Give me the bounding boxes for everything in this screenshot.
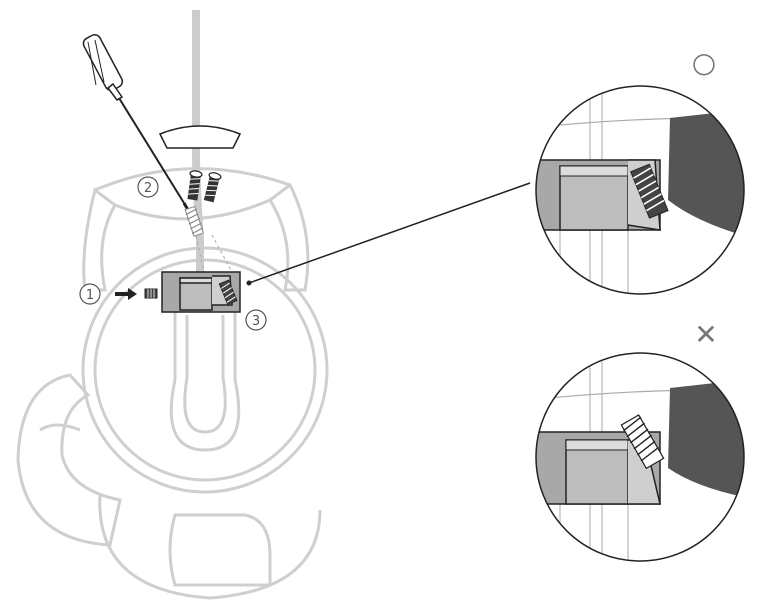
bracket-left-arm — [82, 187, 117, 292]
screwdriver-icon — [82, 34, 190, 211]
main-body-circle — [81, 246, 329, 494]
lower-base-outline — [98, 494, 322, 600]
screwdriver-handle — [82, 34, 124, 91]
main-body-inner-circle — [93, 258, 317, 482]
detail-correct-frame — [535, 85, 745, 295]
correct-mark-icon: ○ — [692, 46, 716, 79]
detail-screw-seated — [630, 163, 669, 219]
detail-screw-misaligned — [620, 414, 665, 470]
screwdriver-ferrule — [106, 82, 124, 101]
step-2-marker: 2 — [137, 176, 159, 198]
screwdriver-shaft — [118, 97, 185, 204]
screw-a — [187, 170, 203, 201]
base-socket — [168, 513, 272, 587]
cap-piece — [158, 125, 242, 149]
bracket-top-arc — [94, 167, 291, 192]
vacuum-body-outline — [16, 167, 329, 600]
screwdriver-handle-grip — [94, 39, 105, 83]
left-wheel-detail — [39, 423, 81, 432]
incorrect-mark-icon: ✕ — [694, 318, 717, 351]
handle-loop-inner — [183, 315, 227, 434]
screw-icon — [184, 170, 222, 237]
detail-incorrect: ✕ — [535, 318, 745, 562]
bracket-right-arm — [267, 182, 310, 292]
screw-a-head — [189, 170, 203, 178]
screw-b-head — [208, 172, 222, 180]
screwdriver-handle-grip — [87, 41, 97, 86]
clamp-block — [161, 271, 241, 313]
clamp-screw — [218, 279, 238, 305]
step-1-label: 1 — [86, 288, 94, 303]
screw-b — [203, 172, 222, 203]
step-1-marker: 1 — [79, 283, 101, 305]
step-2-label: 2 — [144, 181, 152, 196]
detail-correct: ○ — [535, 46, 745, 295]
arrow-right-icon — [115, 288, 137, 300]
detail-incorrect-frame — [535, 352, 745, 562]
step-3-marker: 3 — [245, 309, 267, 331]
leader-line — [246, 182, 531, 286]
step-3-label: 3 — [252, 314, 260, 329]
handle-loop-outer — [169, 310, 241, 452]
clamp-inner-lip — [179, 277, 213, 284]
grub-screw — [144, 288, 158, 299]
screw-driven — [184, 205, 205, 237]
left-wheel-housing — [16, 373, 122, 547]
